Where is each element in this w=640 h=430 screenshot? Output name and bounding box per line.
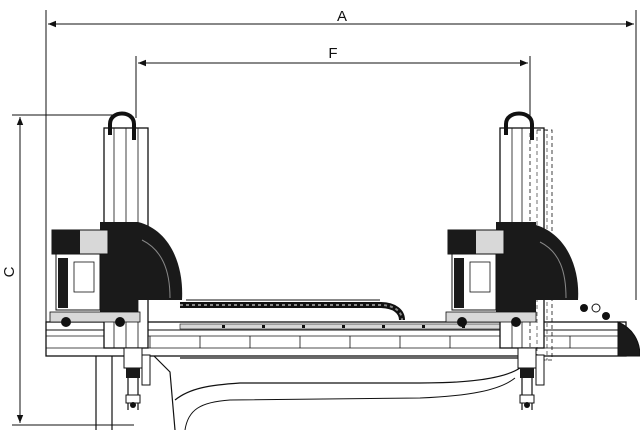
dimension-a: A [45,8,637,325]
cable-chain [180,299,405,321]
dimension-c: C [1,114,134,426]
dimension-f-label: F [328,45,337,62]
dimension-f: F [135,45,531,118]
left-carriage [49,111,183,410]
right-carriage [445,111,610,410]
dimension-c-label: C [1,266,18,277]
support-base [95,350,523,430]
dimension-a-label: A [337,8,347,25]
